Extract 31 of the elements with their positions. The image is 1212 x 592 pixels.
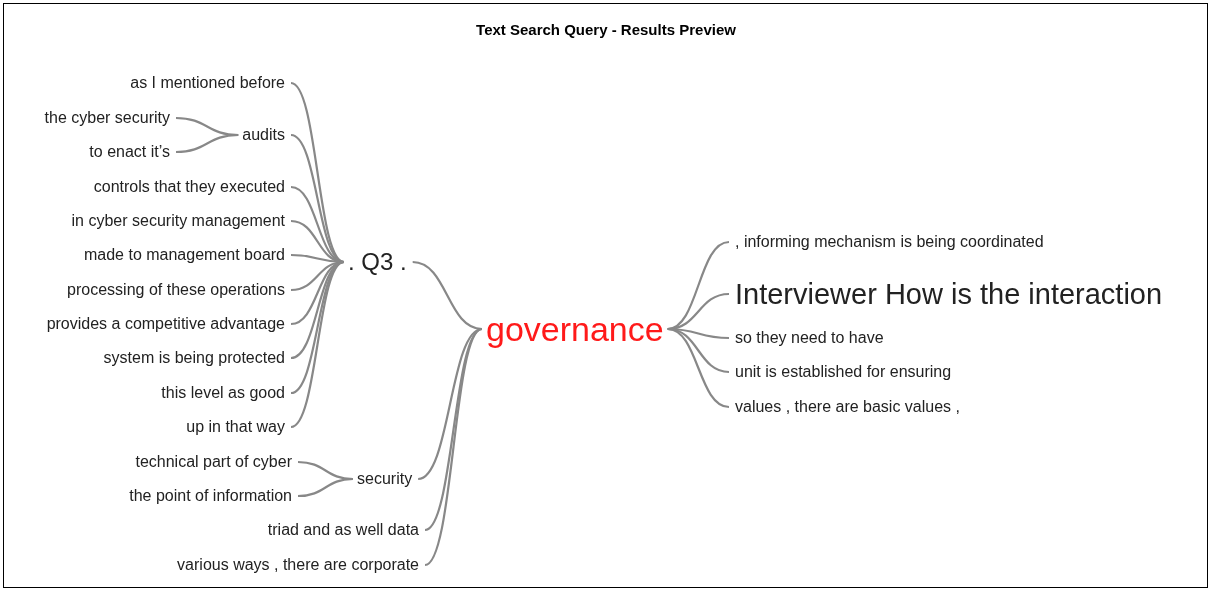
phrase-branch: system is being protected [103, 348, 285, 368]
branch-line [667, 240, 730, 331]
phrase-branch: as I mentioned before [130, 73, 285, 93]
branch-line [667, 327, 730, 409]
phrase-branch: audits [242, 125, 285, 145]
root-word: governance [486, 308, 664, 350]
phrase-branch: the cyber security [44, 108, 170, 128]
branch-line [175, 133, 239, 154]
phrase-branch: so they need to have [735, 328, 884, 348]
phrase-branch: this level as good [161, 383, 285, 403]
branch-line [290, 134, 345, 263]
phrase-branch: triad and as well data [267, 520, 419, 540]
phrase-branch: unit is established for ensuring [735, 362, 952, 382]
phrase-branch: controls that they executed [93, 177, 285, 197]
phrase-branch: security [357, 469, 413, 489]
phrase-branch: provides a competitive advantage [46, 314, 285, 334]
branch-line [297, 477, 354, 498]
phrase-branch: processing of these operations [67, 280, 285, 300]
branch-line [290, 261, 345, 428]
phrase-branch: made to management board [84, 245, 285, 265]
phrase-branch: up in that way [186, 417, 285, 437]
phrase-branch: in cyber security management [71, 211, 285, 231]
title: Text Search Query - Results Preview [475, 21, 737, 38]
phrase-branch: various ways , there are corporate [177, 555, 419, 575]
phrase-branch: to enact it’s [89, 142, 170, 162]
phrase-branch: technical part of cyber [135, 452, 292, 472]
phrase-branch: values , there are basic values , [735, 397, 960, 417]
phrase-branch: Interviewer How is the interaction [735, 276, 1163, 312]
phrase-branch: . Q3 . [348, 247, 407, 277]
phrase-branch: the point of information [129, 486, 292, 506]
phrase-branch: , informing mechanism is being coordinated [735, 232, 1044, 252]
